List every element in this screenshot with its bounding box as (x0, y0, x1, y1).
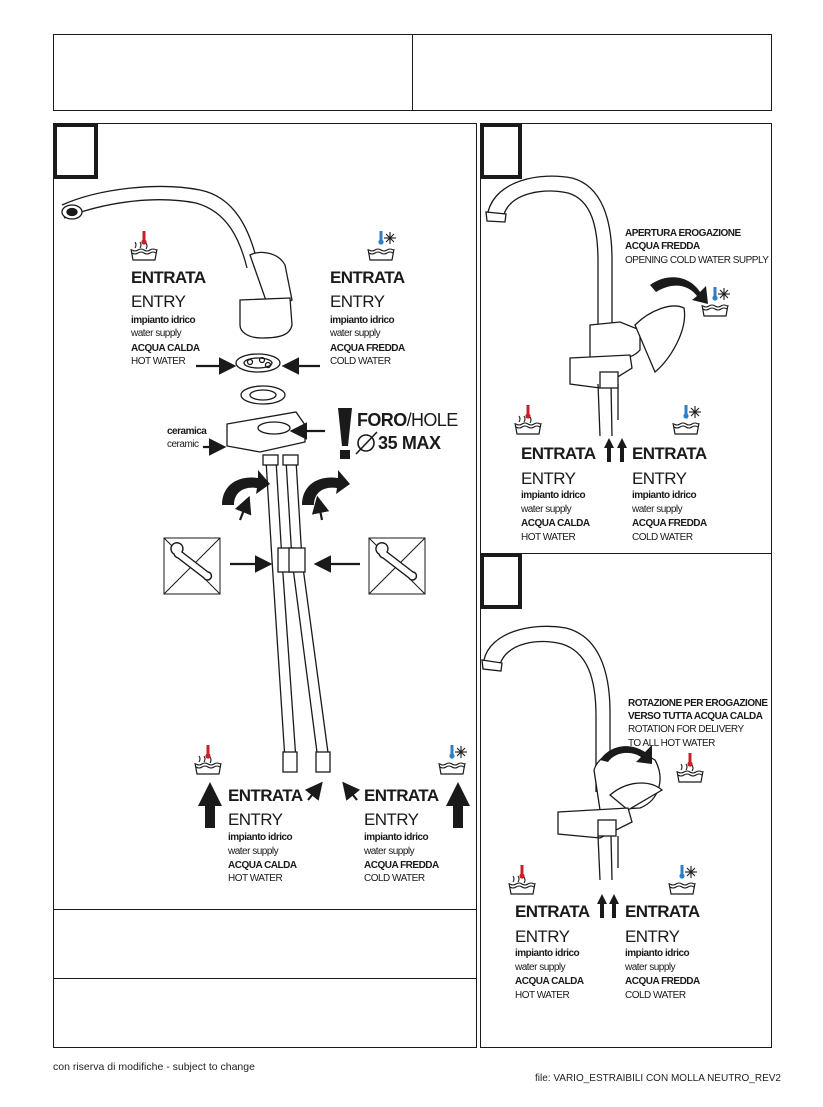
panel-a-faucet (61, 185, 331, 773)
panel-b-hot-water-it: ACQUA CALDA (521, 518, 590, 529)
hole-label-foro: FORO (357, 410, 407, 430)
panel-b-cold-water-it: ACQUA FREDDA (632, 518, 707, 529)
cold-water-icon (367, 230, 397, 261)
diameter-icon (355, 431, 378, 455)
panel-a-cold-supply-en: water supply (330, 328, 381, 339)
panel-b-hot-entry: ENTRY (521, 469, 576, 488)
hole-label-hole: /HOLE (406, 410, 459, 430)
panel-a-cold-supply-it: impianto idrico (330, 315, 395, 326)
panel-b-faucet (485, 175, 686, 437)
panel-c-hot-water-en: HOT WATER (515, 990, 570, 1001)
panel-a-cold-water-en: COLD WATER (330, 356, 391, 367)
panel-a-hole-size: 35 MAX (378, 433, 441, 453)
panel-b-hot-supply-en: water supply (521, 504, 572, 515)
panel-b-cold-entrata: ENTRATA (632, 444, 707, 463)
panel-a-cold-entrata: ENTRATA (330, 268, 405, 287)
panel-a-cold-entry: ENTRY (330, 292, 385, 311)
wrench-forbidden-icon-right (368, 537, 426, 595)
panel-a-bottom-hot-entry: ENTRY (228, 810, 283, 829)
panel-a-hot-supply-it: impianto idrico (131, 315, 196, 326)
footer-file: file: VARIO_ESTRAIBILI CON MOLLA NEUTRO_… (535, 1073, 781, 1084)
panel-b-rotate-arrow (650, 277, 708, 304)
panel-a-hole-label: FORO/HOLE (357, 410, 458, 431)
hot-water-icon (676, 752, 704, 783)
panel-b-hot-entrata: ENTRATA (521, 444, 596, 463)
panel-c-hot-entry: ENTRY (515, 927, 570, 946)
panel-c-caption-4: TO ALL HOT WATER (628, 738, 715, 749)
panel-c-cold-entrata: ENTRATA (625, 902, 700, 921)
panel-c-cold-supply-it: impianto idrico (625, 948, 690, 959)
panel-a-bottom-hot-entrata: ENTRATA (228, 786, 303, 805)
panel-c-rotate-arrow (600, 745, 652, 764)
panel-a-arrows (196, 357, 361, 801)
hot-water-icon (130, 230, 158, 261)
panel-a-hot-entrata: ENTRATA (131, 268, 206, 287)
panel-a-bottom-cold-supply-it: impianto idrico (364, 832, 429, 843)
panel-c-hot-water-it: ACQUA CALDA (515, 976, 584, 987)
panel-c-caption-3: ROTATION FOR DELIVERY (628, 724, 744, 735)
panel-a-bottom-hot-water-it: ACQUA CALDA (228, 860, 297, 871)
cold-water-icon (672, 404, 702, 435)
panel-b-caption-3: OPENING COLD WATER SUPPLY (625, 255, 769, 266)
panel-c-caption-2: VERSO TUTTA ACQUA CALDA (628, 711, 763, 722)
panel-a-hot-supply-en: water supply (131, 328, 182, 339)
panel-a-notes-divider-2 (53, 978, 477, 979)
footer-disclaimer: con riserva di modifiche - subject to ch… (53, 1061, 255, 1073)
panel-c-faucet (481, 625, 664, 881)
panel-b-cold-water-en: COLD WATER (632, 532, 693, 543)
panel-b-hot-supply-it: impianto idrico (521, 490, 586, 501)
panel-a-step-badge (53, 123, 98, 179)
panel-b-caption-1: APERTURA EROGAZIONE (625, 228, 741, 239)
panel-a (53, 123, 477, 1048)
panel-c (480, 553, 772, 1048)
panel-c-cold-supply-en: water supply (625, 962, 676, 973)
panel-c-cold-water-en: COLD WATER (625, 990, 686, 1001)
wrench-forbidden-icon-left (163, 537, 221, 595)
panel-b-up-arrows (604, 438, 627, 462)
panel-a-bottom-cold-entry: ENTRY (364, 810, 419, 829)
panel-c-caption-1: ROTAZIONE PER EROGAZIONE (628, 698, 768, 709)
panel-b-cold-supply-en: water supply (632, 504, 683, 515)
cold-water-icon (668, 864, 698, 895)
panel-b-caption-2: ACQUA FREDDA (625, 241, 700, 252)
panel-a-bottom-hot-water-en: HOT WATER (228, 873, 283, 884)
panel-c-up-arrows (597, 894, 619, 918)
panel-a-ceramic-en: ceramic (167, 439, 199, 450)
hot-water-icon (514, 404, 542, 435)
panel-b-hot-water-en: HOT WATER (521, 532, 576, 543)
panel-b-step-badge (480, 123, 522, 179)
panel-a-hot-water-it: ACQUA CALDA (131, 343, 200, 354)
warning-exclamation-icon (338, 408, 352, 459)
panel-b-cold-supply-it: impianto idrico (632, 490, 697, 501)
cold-water-icon (438, 744, 468, 775)
hot-water-icon (194, 744, 222, 775)
panel-a-hot-water-en: HOT WATER (131, 356, 186, 367)
panel-c-hot-supply-it: impianto idrico (515, 948, 580, 959)
panel-a-up-arrows (198, 782, 470, 828)
panel-a-bottom-cold-water-en: COLD WATER (364, 873, 425, 884)
panel-b-cold-entry: ENTRY (632, 469, 687, 488)
panel-a-cold-water-it: ACQUA FREDDA (330, 343, 405, 354)
panel-a-bottom-cold-supply-en: water supply (364, 846, 415, 857)
panel-c-hot-supply-en: water supply (515, 962, 566, 973)
panel-a-notes-divider-1 (53, 909, 477, 910)
hot-water-icon (508, 864, 536, 895)
panel-a-bottom-cold-entrata: ENTRATA (364, 786, 439, 805)
panel-a-bottom-cold-water-it: ACQUA FREDDA (364, 860, 439, 871)
panel-a-ceramic-it: ceramica (167, 426, 207, 437)
panel-a-rotate-arrows (222, 470, 350, 505)
panel-c-hot-entrata: ENTRATA (515, 902, 590, 921)
panel-c-cold-water-it: ACQUA FREDDA (625, 976, 700, 987)
panel-a-hot-entry: ENTRY (131, 292, 186, 311)
panel-a-bottom-hot-supply-en: water supply (228, 846, 279, 857)
panel-c-cold-entry: ENTRY (625, 927, 680, 946)
panel-c-step-badge (480, 553, 522, 609)
header-box-right (412, 34, 772, 111)
panel-a-bottom-hot-supply-it: impianto idrico (228, 832, 293, 843)
